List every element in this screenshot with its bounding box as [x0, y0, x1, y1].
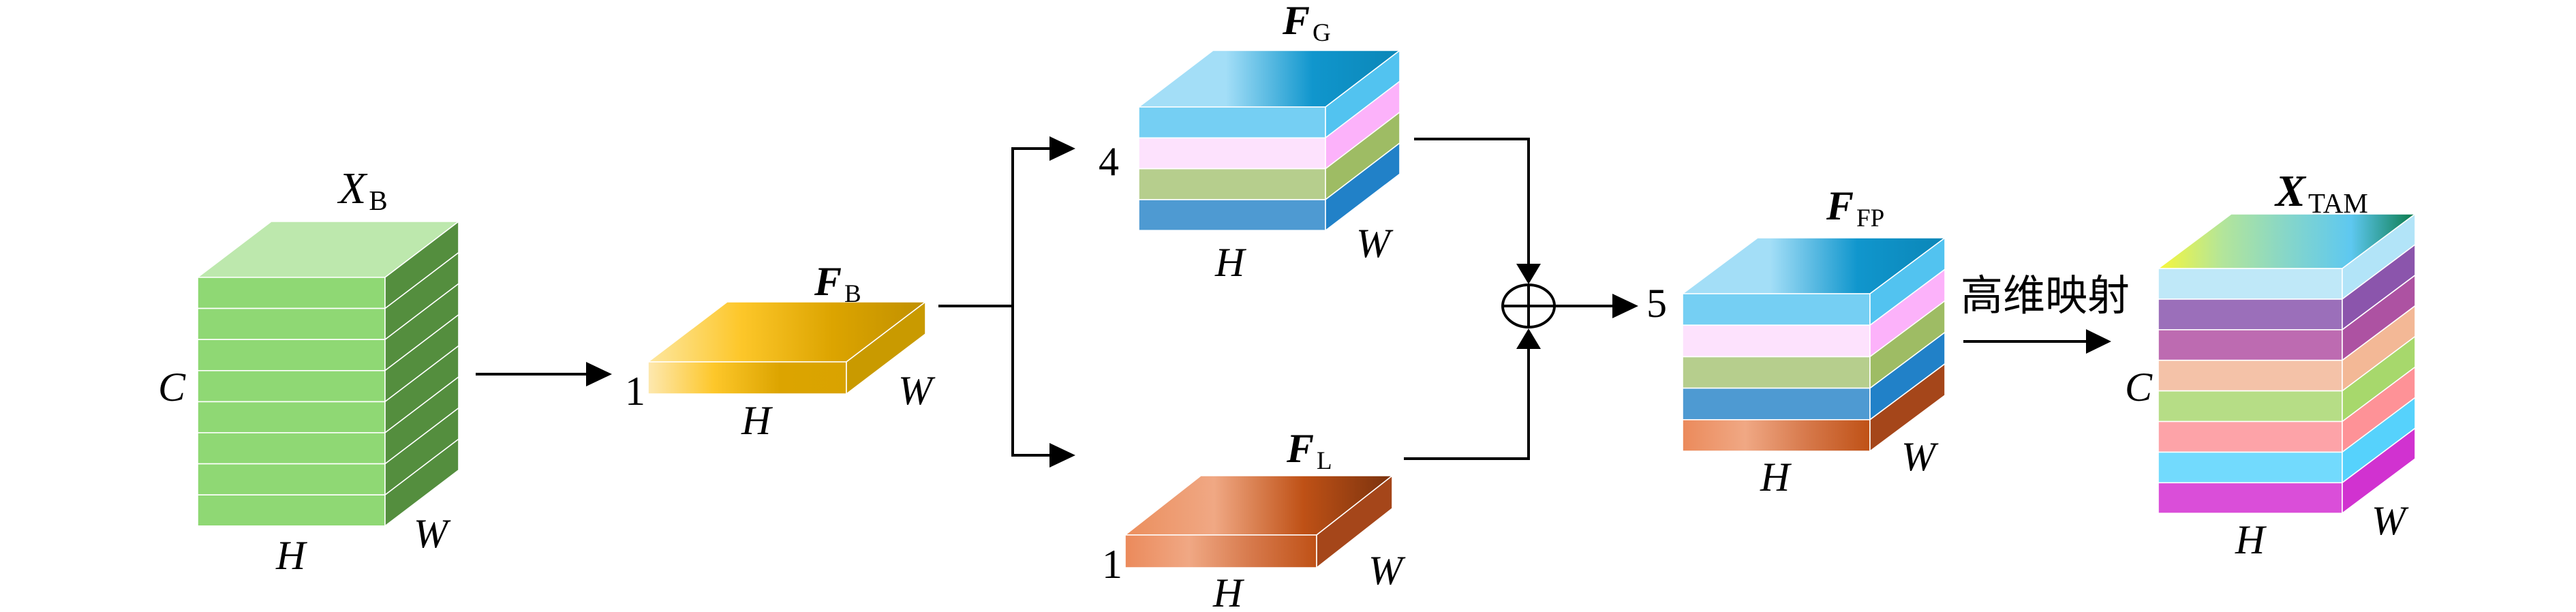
- channel-layer-front: [197, 307, 386, 341]
- channel-count-label: 4: [1099, 139, 1119, 184]
- channel-layer-side: [384, 438, 459, 527]
- channel-layer-front: [1124, 534, 1317, 568]
- channel-layer-front: [1138, 137, 1326, 170]
- channel-layer-front: [2158, 299, 2343, 331]
- arrowhead-icon: [1516, 328, 1541, 349]
- channel-layer-front: [197, 463, 386, 495]
- channel-layer-side: [2342, 427, 2416, 515]
- height-dim-label: H: [275, 533, 308, 578]
- channel-layer-front: [1682, 293, 1871, 326]
- channel-layer-front: [197, 494, 386, 527]
- channel-layer-front: [1682, 324, 1871, 358]
- channel-layer-front: [1138, 199, 1326, 231]
- channel-layer-front: [2158, 328, 2343, 361]
- channel-count-label: 5: [1646, 281, 1667, 326]
- channel-layer-front: [197, 369, 386, 403]
- channel-layer-side: [1869, 363, 1946, 452]
- channel-layer-front: [1682, 418, 1871, 452]
- channel-layer-side: [1316, 475, 1393, 568]
- channel-layer-front: [2158, 359, 2343, 392]
- width-dim-label: W: [2372, 498, 2409, 543]
- width-dim-label: W: [898, 368, 936, 413]
- wire-fg-to-sum: [1414, 138, 1530, 266]
- channel-layer-side: [1325, 142, 1400, 232]
- height-dim-label: H: [1214, 240, 1247, 285]
- width-dim-label: W: [414, 511, 451, 556]
- height-dim-label: H: [1760, 455, 1792, 500]
- mapping-label: 高维映射: [1961, 271, 2130, 320]
- width-dim-label: W: [1901, 434, 1939, 479]
- channel-layer-front: [2158, 420, 2343, 453]
- channel-layer-front: [2158, 451, 2343, 484]
- channel-dim-label: C: [158, 365, 186, 410]
- arrowhead-icon: [1049, 443, 1075, 468]
- arrowhead-icon: [586, 362, 612, 386]
- channel-layer-front: [1138, 106, 1326, 139]
- wire-fl-to-sum: [1404, 348, 1530, 460]
- channel-layer-front: [197, 339, 386, 371]
- block-xtam: XTAM C H W: [2125, 166, 2416, 562]
- channel-layer-front: [197, 401, 386, 433]
- height-dim-label: H: [2235, 517, 2267, 562]
- channel-layer-front: [197, 277, 386, 309]
- channel-dim-label: C: [2125, 365, 2153, 410]
- block-label: XB: [337, 164, 388, 216]
- channel-layer-front: [647, 361, 847, 395]
- channel-layer-front: [1682, 387, 1871, 420]
- connectors: 高维映射: [476, 136, 2130, 468]
- channel-layer-front: [2158, 268, 2343, 300]
- height-dim-label: H: [1212, 570, 1245, 612]
- width-dim-label: W: [1368, 548, 1406, 593]
- channel-layer-side: [846, 301, 926, 395]
- block-label: XTAM: [2274, 166, 2368, 219]
- block-xb: XB C H W: [158, 164, 459, 578]
- channel-layer-front: [197, 432, 386, 465]
- channel-layer-front: [2158, 482, 2343, 514]
- arrowhead-icon: [1516, 264, 1541, 284]
- channel-layer-front: [2158, 390, 2343, 423]
- arrowhead-icon: [1612, 294, 1638, 318]
- channel-count-label: 1: [1102, 542, 1122, 587]
- arrowhead-icon: [1049, 136, 1075, 161]
- channel-count-label: 1: [625, 369, 645, 414]
- width-dim-label: W: [1356, 221, 1394, 266]
- height-dim-label: H: [741, 398, 773, 443]
- channel-layer-front: [1682, 356, 1871, 389]
- channel-layer-front: [1138, 168, 1326, 200]
- arrowhead-icon: [2086, 329, 2111, 354]
- element-wise-sum-icon: [1501, 284, 1556, 328]
